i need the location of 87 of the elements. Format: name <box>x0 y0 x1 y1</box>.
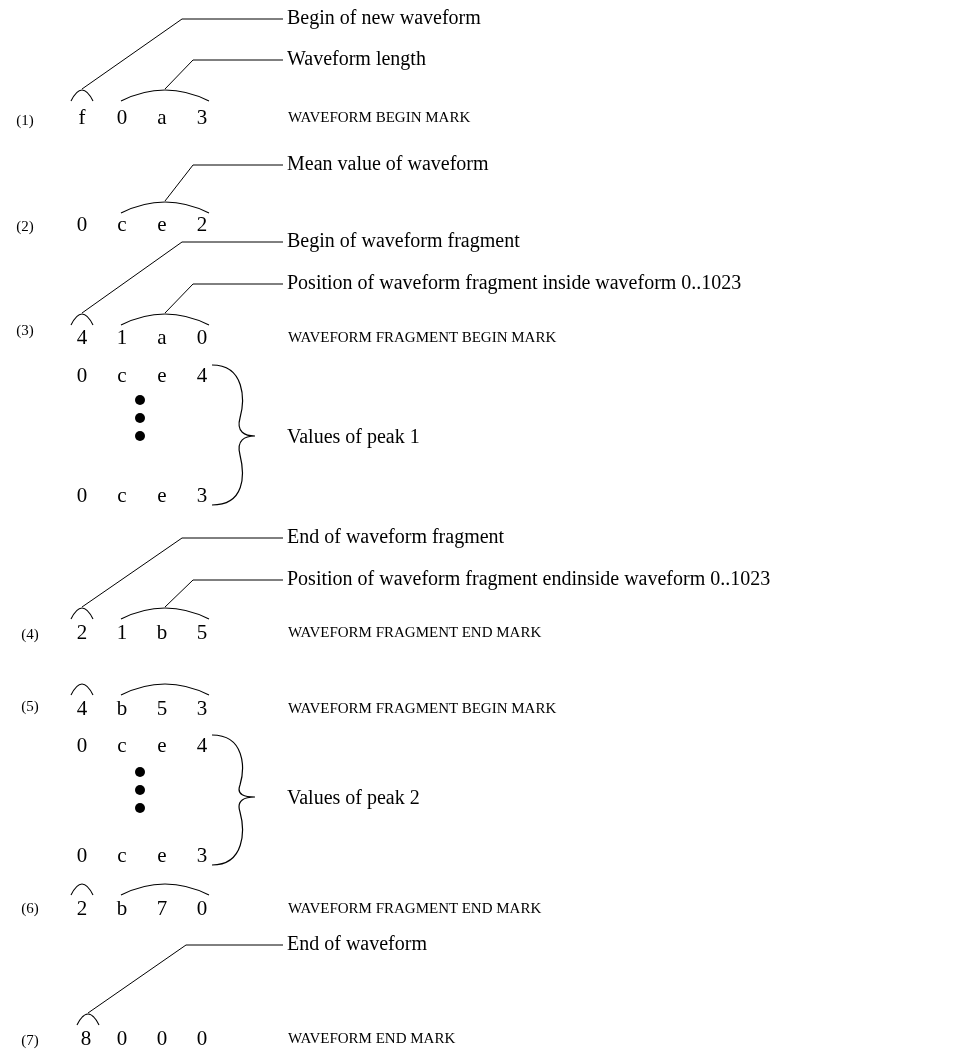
hex-digit: 4 <box>76 697 88 719</box>
hex-digit: 2 <box>196 213 208 235</box>
hex-digit: 5 <box>196 621 208 643</box>
annotation-text: Mean value of waveform <box>287 153 489 173</box>
row-number: (3) <box>16 322 34 338</box>
row-number: (1) <box>16 112 34 128</box>
hex-digit: 2 <box>76 621 88 643</box>
leader-line <box>164 283 284 314</box>
annotation-text: Begin of waveform fragment <box>287 230 520 250</box>
row-number: (6) <box>21 900 39 916</box>
annotation-text: Begin of new waveform <box>287 7 481 27</box>
hex-digit: 4 <box>76 326 88 348</box>
row-number: (7) <box>21 1032 39 1048</box>
hex-digit: a <box>157 106 167 128</box>
hex-digit: e <box>157 844 167 866</box>
annotation-text: Values of peak 1 <box>287 426 420 446</box>
row-number: (2) <box>16 218 34 234</box>
hex-digit: e <box>157 734 167 756</box>
arc-mark <box>120 201 210 214</box>
hex-digit: 0 <box>196 326 208 348</box>
hex-digit: 5 <box>156 697 168 719</box>
mark-label: WAVEFORM FRAGMENT BEGIN MARK <box>288 700 557 716</box>
leader-line <box>164 579 284 608</box>
hex-digit: 4 <box>196 734 208 756</box>
annotation-text: End of waveform fragment <box>287 526 505 546</box>
hex-digit: c <box>117 734 127 756</box>
arc-mark <box>70 607 94 620</box>
annotation-text: Position of waveform fragment endinside waveform 0..1023 <box>287 568 771 588</box>
hex-digit: 0 <box>76 364 88 386</box>
hex-digit: e <box>157 364 167 386</box>
hex-digit: 2 <box>76 897 88 919</box>
arc-mark <box>120 883 210 896</box>
hex-digit: 0 <box>76 484 88 506</box>
annotation-text: End of waveform <box>287 933 427 953</box>
arc-mark <box>76 1013 100 1026</box>
hex-digit: c <box>117 364 127 386</box>
leader-line <box>164 59 284 90</box>
row-number: (4) <box>21 626 39 642</box>
hex-digit: c <box>117 213 127 235</box>
hex-digit: 3 <box>196 484 208 506</box>
mark-label: WAVEFORM FRAGMENT END MARK <box>288 900 542 916</box>
arc-mark <box>70 683 94 696</box>
hex-digit: f <box>78 106 86 128</box>
leader-line <box>81 18 284 90</box>
arc-mark <box>70 313 94 326</box>
hex-digit: b <box>156 621 168 643</box>
hex-digit: b <box>116 697 128 719</box>
hex-digit: c <box>117 844 127 866</box>
leader-line <box>164 164 284 202</box>
row-number: (5) <box>21 698 39 714</box>
mark-label: WAVEFORM BEGIN MARK <box>288 109 471 125</box>
annotation-text: Position of waveform fragment inside waveform 0..1023 <box>287 272 742 292</box>
mark-label: WAVEFORM FRAGMENT BEGIN MARK <box>288 329 557 345</box>
hex-digit: 0 <box>76 734 88 756</box>
leader-line <box>87 944 284 1014</box>
hex-digit: a <box>157 326 167 348</box>
hex-digit: e <box>157 213 167 235</box>
hex-digit: 3 <box>196 844 208 866</box>
hex-digit: c <box>117 484 127 506</box>
arc-mark <box>120 313 210 326</box>
hex-digit: 7 <box>156 897 168 919</box>
hex-digit: 0 <box>196 1027 208 1049</box>
mark-label: WAVEFORM END MARK <box>288 1030 456 1046</box>
hex-digit: 3 <box>196 697 208 719</box>
arc-mark <box>120 89 210 102</box>
hex-digit: 0 <box>116 1027 128 1049</box>
hex-digit: 3 <box>196 106 208 128</box>
hex-digit: 0 <box>76 213 88 235</box>
arc-mark <box>120 683 210 696</box>
mark-label: WAVEFORM FRAGMENT END MARK <box>288 624 542 640</box>
hex-digit: 0 <box>156 1027 168 1049</box>
hex-digit: 1 <box>116 621 128 643</box>
hex-digit: 1 <box>116 326 128 348</box>
hex-digit: 0 <box>116 106 128 128</box>
annotation-text: Values of peak 2 <box>287 787 420 807</box>
arc-mark <box>70 89 94 102</box>
arc-mark <box>120 607 210 620</box>
hex-digit: 0 <box>76 844 88 866</box>
hex-digit: e <box>157 484 167 506</box>
arc-mark <box>70 883 94 896</box>
leader-line <box>81 241 284 314</box>
annotation-text: Waveform length <box>287 48 426 68</box>
hex-digit: b <box>116 897 128 919</box>
hex-digit: 4 <box>196 364 208 386</box>
leader-line <box>81 537 284 608</box>
hex-digit: 8 <box>80 1027 92 1049</box>
hex-digit: 0 <box>196 897 208 919</box>
